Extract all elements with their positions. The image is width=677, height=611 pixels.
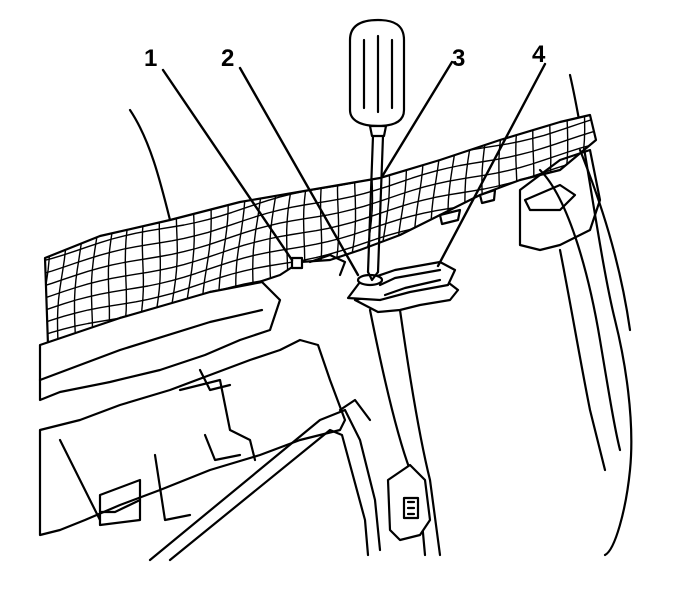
mesh-strand [45, 128, 596, 276]
mesh-strand [422, 115, 441, 345]
mesh-fasteners [290, 253, 347, 277]
callout-leaders [161, 60, 547, 277]
screwdriver-tool [348, 18, 406, 282]
leader-4 [436, 62, 547, 268]
left-trim-panel [38, 280, 347, 537]
callout-2: 2 [221, 45, 234, 72]
callout-4: 4 [532, 41, 546, 68]
leader-2 [238, 66, 360, 277]
rear-panel [438, 148, 632, 472]
lower-frame [148, 398, 382, 562]
pillar [353, 278, 460, 557]
mesh-strand [45, 141, 596, 288]
mesh-strand [24, 110, 42, 360]
callout-3: 3 [452, 45, 465, 72]
mesh-strand [406, 115, 425, 345]
leader-1 [161, 68, 294, 262]
callout-1: 1 [144, 45, 157, 72]
mesh-strand [455, 115, 475, 345]
leader-3 [381, 60, 454, 177]
